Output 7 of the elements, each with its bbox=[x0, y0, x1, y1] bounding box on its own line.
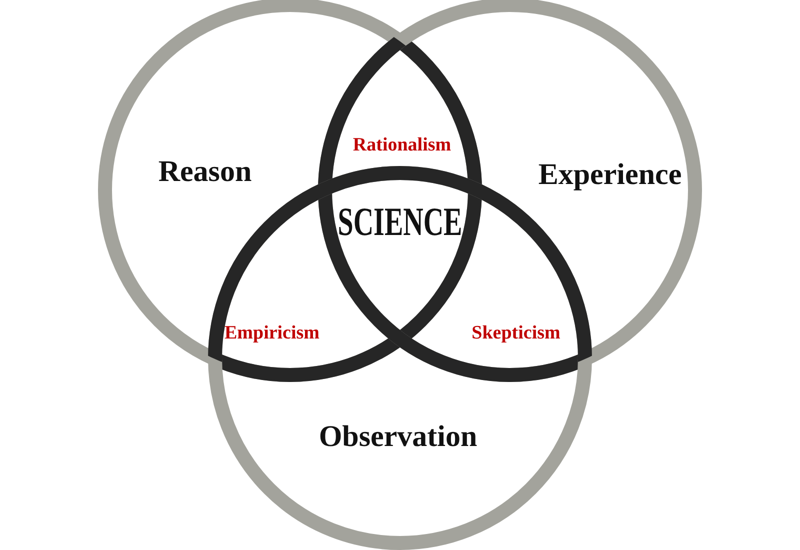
circle-label: Reason bbox=[158, 157, 252, 187]
region-label: Skepticism bbox=[472, 324, 560, 342]
circle-label: Experience bbox=[538, 160, 682, 190]
circle-label: Observation bbox=[318, 422, 478, 452]
center-label: SCIENCE bbox=[338, 202, 462, 242]
region-label: Rationalism bbox=[352, 136, 452, 154]
region-label: Empiricism bbox=[224, 324, 320, 342]
